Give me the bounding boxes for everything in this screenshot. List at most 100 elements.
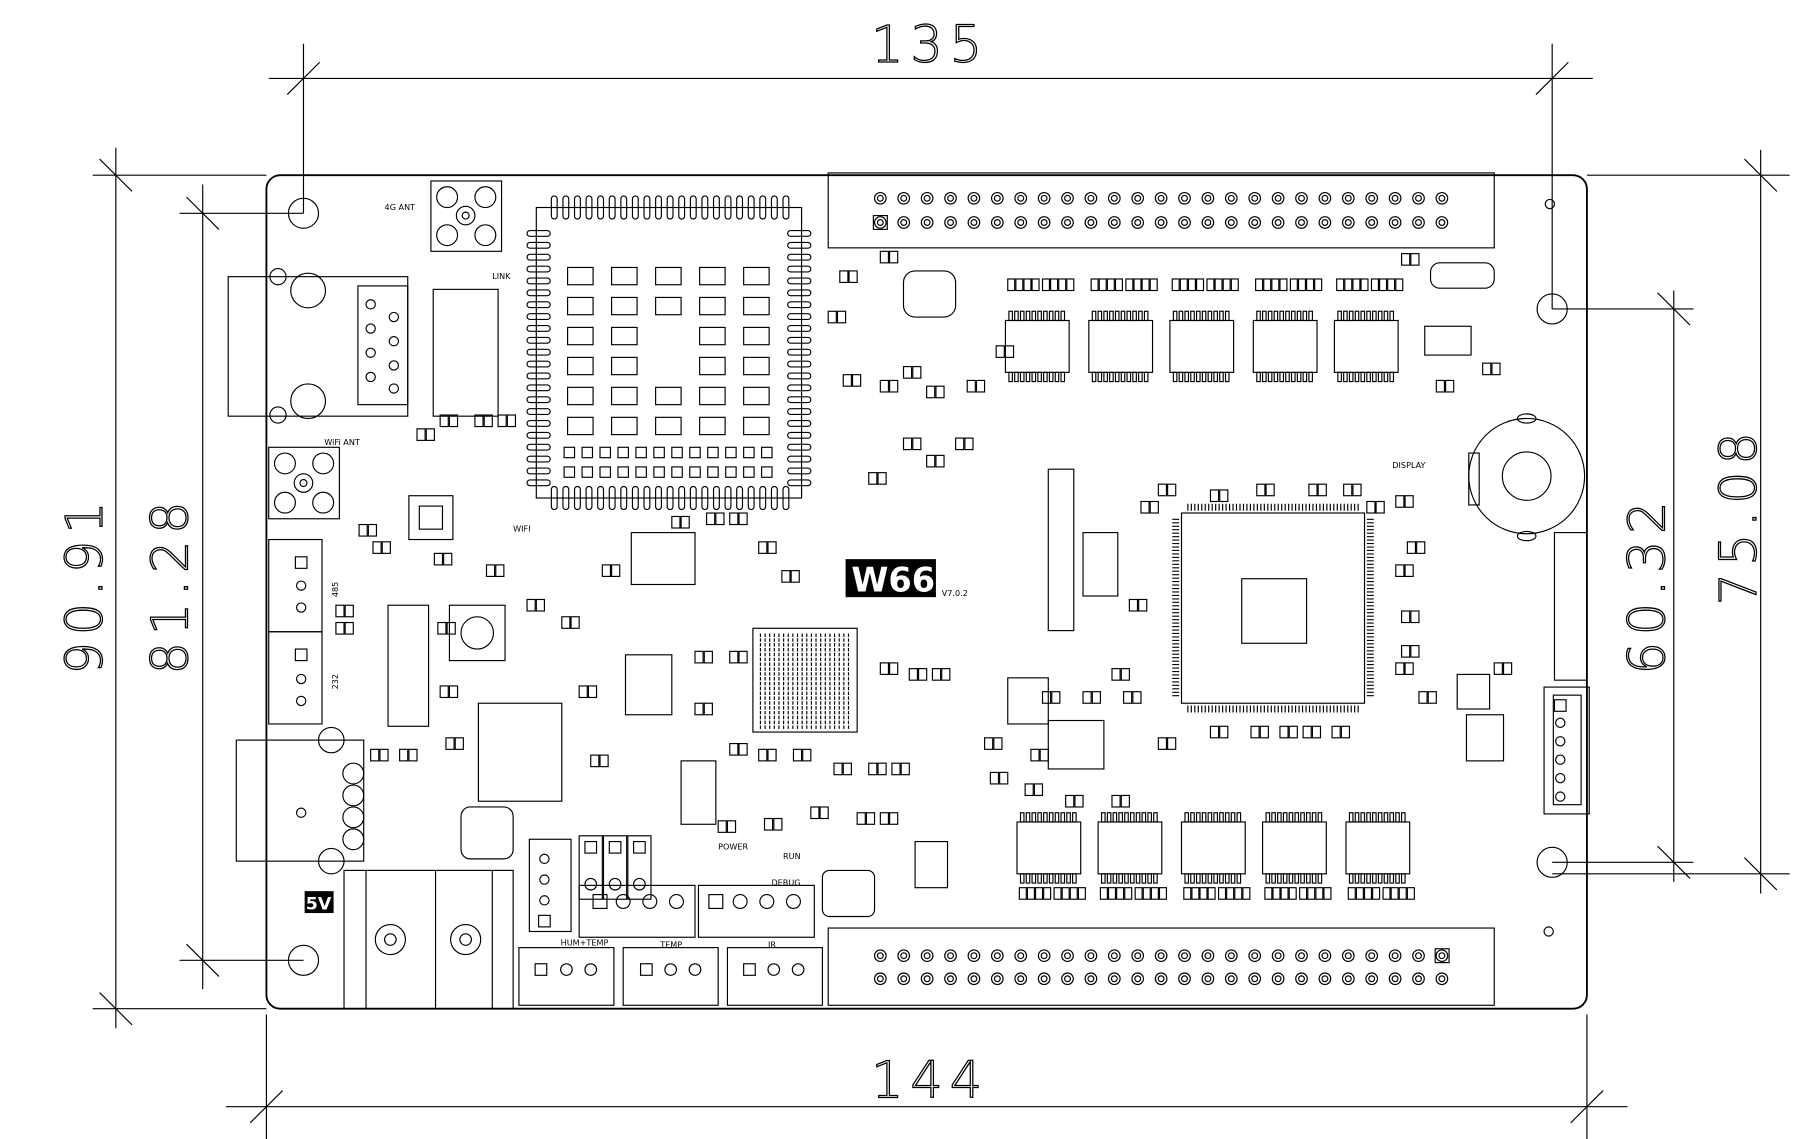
header-pin-hole [1391, 194, 1399, 202]
smd-pad [443, 552, 453, 566]
ic-pin [1060, 371, 1066, 383]
ic-pin [1372, 812, 1377, 823]
header-pin-hole [876, 219, 884, 226]
header-pin-hole [970, 952, 978, 960]
ic-pin [1366, 310, 1371, 322]
rj45-socket [227, 268, 499, 424]
ic-pin [1048, 310, 1054, 322]
driver-ic [1262, 821, 1327, 875]
header-pin [990, 972, 1004, 986]
coin-cell-battery [1468, 413, 1586, 542]
header-pin [873, 191, 887, 205]
ic-pin [1265, 873, 1271, 884]
smd-pad [941, 668, 951, 681]
header-pin [1154, 191, 1168, 205]
smd-pad [485, 564, 496, 577]
smd-pad [902, 437, 913, 451]
header-pin [1061, 216, 1074, 229]
header-pin [1224, 949, 1238, 963]
header-pin-hole [1438, 975, 1446, 983]
smd-pad [1120, 794, 1130, 808]
resistor-pack [1191, 887, 1200, 900]
resistor-pack [1406, 887, 1415, 900]
power-badge [304, 891, 334, 914]
module-pad [567, 386, 594, 406]
resistor-pack [1264, 887, 1273, 900]
smd-pad [1435, 379, 1446, 393]
ic-pin [1054, 812, 1060, 823]
ic-pin [1138, 371, 1143, 383]
smd-pad [1256, 483, 1266, 497]
bga-chip [752, 627, 858, 733]
label-wifi: WIFI [513, 523, 530, 533]
smd-pad [1401, 645, 1411, 658]
smd-pad [738, 650, 748, 664]
resistor-pack [1031, 278, 1040, 292]
header-pin [967, 191, 981, 205]
header-pin-hole [947, 219, 955, 226]
header-pin-hole [1321, 952, 1329, 960]
display-connector [1543, 532, 1590, 815]
header-pin-hole [1064, 219, 1071, 226]
ic-pin [1132, 371, 1137, 383]
header-pin [1341, 216, 1355, 229]
ic-pin [1383, 371, 1389, 383]
header-pin-hole [1064, 194, 1071, 202]
header-pin-hole [1368, 219, 1376, 226]
smd-pad [671, 515, 681, 529]
ic-pin [1184, 812, 1190, 823]
header-pin [1318, 216, 1332, 229]
header-pin [897, 216, 911, 229]
module-pad [526, 384, 551, 392]
header-pin [1365, 949, 1379, 963]
ic-pin [1311, 812, 1317, 823]
bga-balls [759, 633, 852, 729]
ic-pin [1066, 812, 1071, 823]
smd-pad [1491, 362, 1501, 376]
smd-pad [1331, 725, 1341, 739]
header-pin-hole [1298, 952, 1305, 960]
header-pin-hole [1321, 194, 1329, 202]
smd-pad [984, 737, 994, 750]
ic-pin [1091, 371, 1097, 383]
header-pin-hole [1087, 975, 1095, 983]
smd-pad [358, 523, 368, 537]
module-pad [689, 485, 697, 511]
header-pin [1154, 972, 1168, 986]
module-pad [747, 485, 755, 511]
smd-pad [836, 310, 847, 324]
header-pin [1248, 972, 1262, 986]
header-pin-hole [1415, 975, 1422, 983]
smd-pad [1493, 662, 1503, 675]
smd-pad [1033, 783, 1044, 797]
ic-pin [1296, 371, 1302, 383]
module-pad [643, 485, 651, 511]
module-pad [699, 356, 726, 376]
module-pad [585, 485, 593, 511]
module-pad [712, 485, 720, 511]
header-pin [1107, 972, 1121, 986]
ic-pin [1109, 310, 1114, 322]
smd-pad [1375, 500, 1385, 514]
smd-pad [1082, 691, 1092, 704]
ic-pin [1120, 310, 1126, 322]
module-pad [787, 313, 812, 321]
smd-pad [1308, 483, 1318, 497]
ic-pin [1219, 310, 1224, 322]
header-pin [1412, 216, 1425, 229]
module-pad [787, 253, 812, 261]
pin1-marker [872, 215, 888, 230]
smd-pad [1288, 725, 1298, 739]
resistor-pack [1066, 278, 1075, 292]
dimension-bottom: 144 [871, 1051, 989, 1110]
header-pin [1154, 949, 1168, 963]
smd-pad [767, 748, 777, 762]
ic-pin [1201, 873, 1207, 884]
ic-pin [1109, 371, 1114, 383]
resistor-pack [1207, 887, 1216, 900]
header-pin-hole [1391, 975, 1399, 983]
resistor-pack [1142, 887, 1151, 900]
smd-pad [497, 414, 507, 428]
ic-pin [1306, 812, 1311, 823]
header-pin [1037, 216, 1051, 229]
